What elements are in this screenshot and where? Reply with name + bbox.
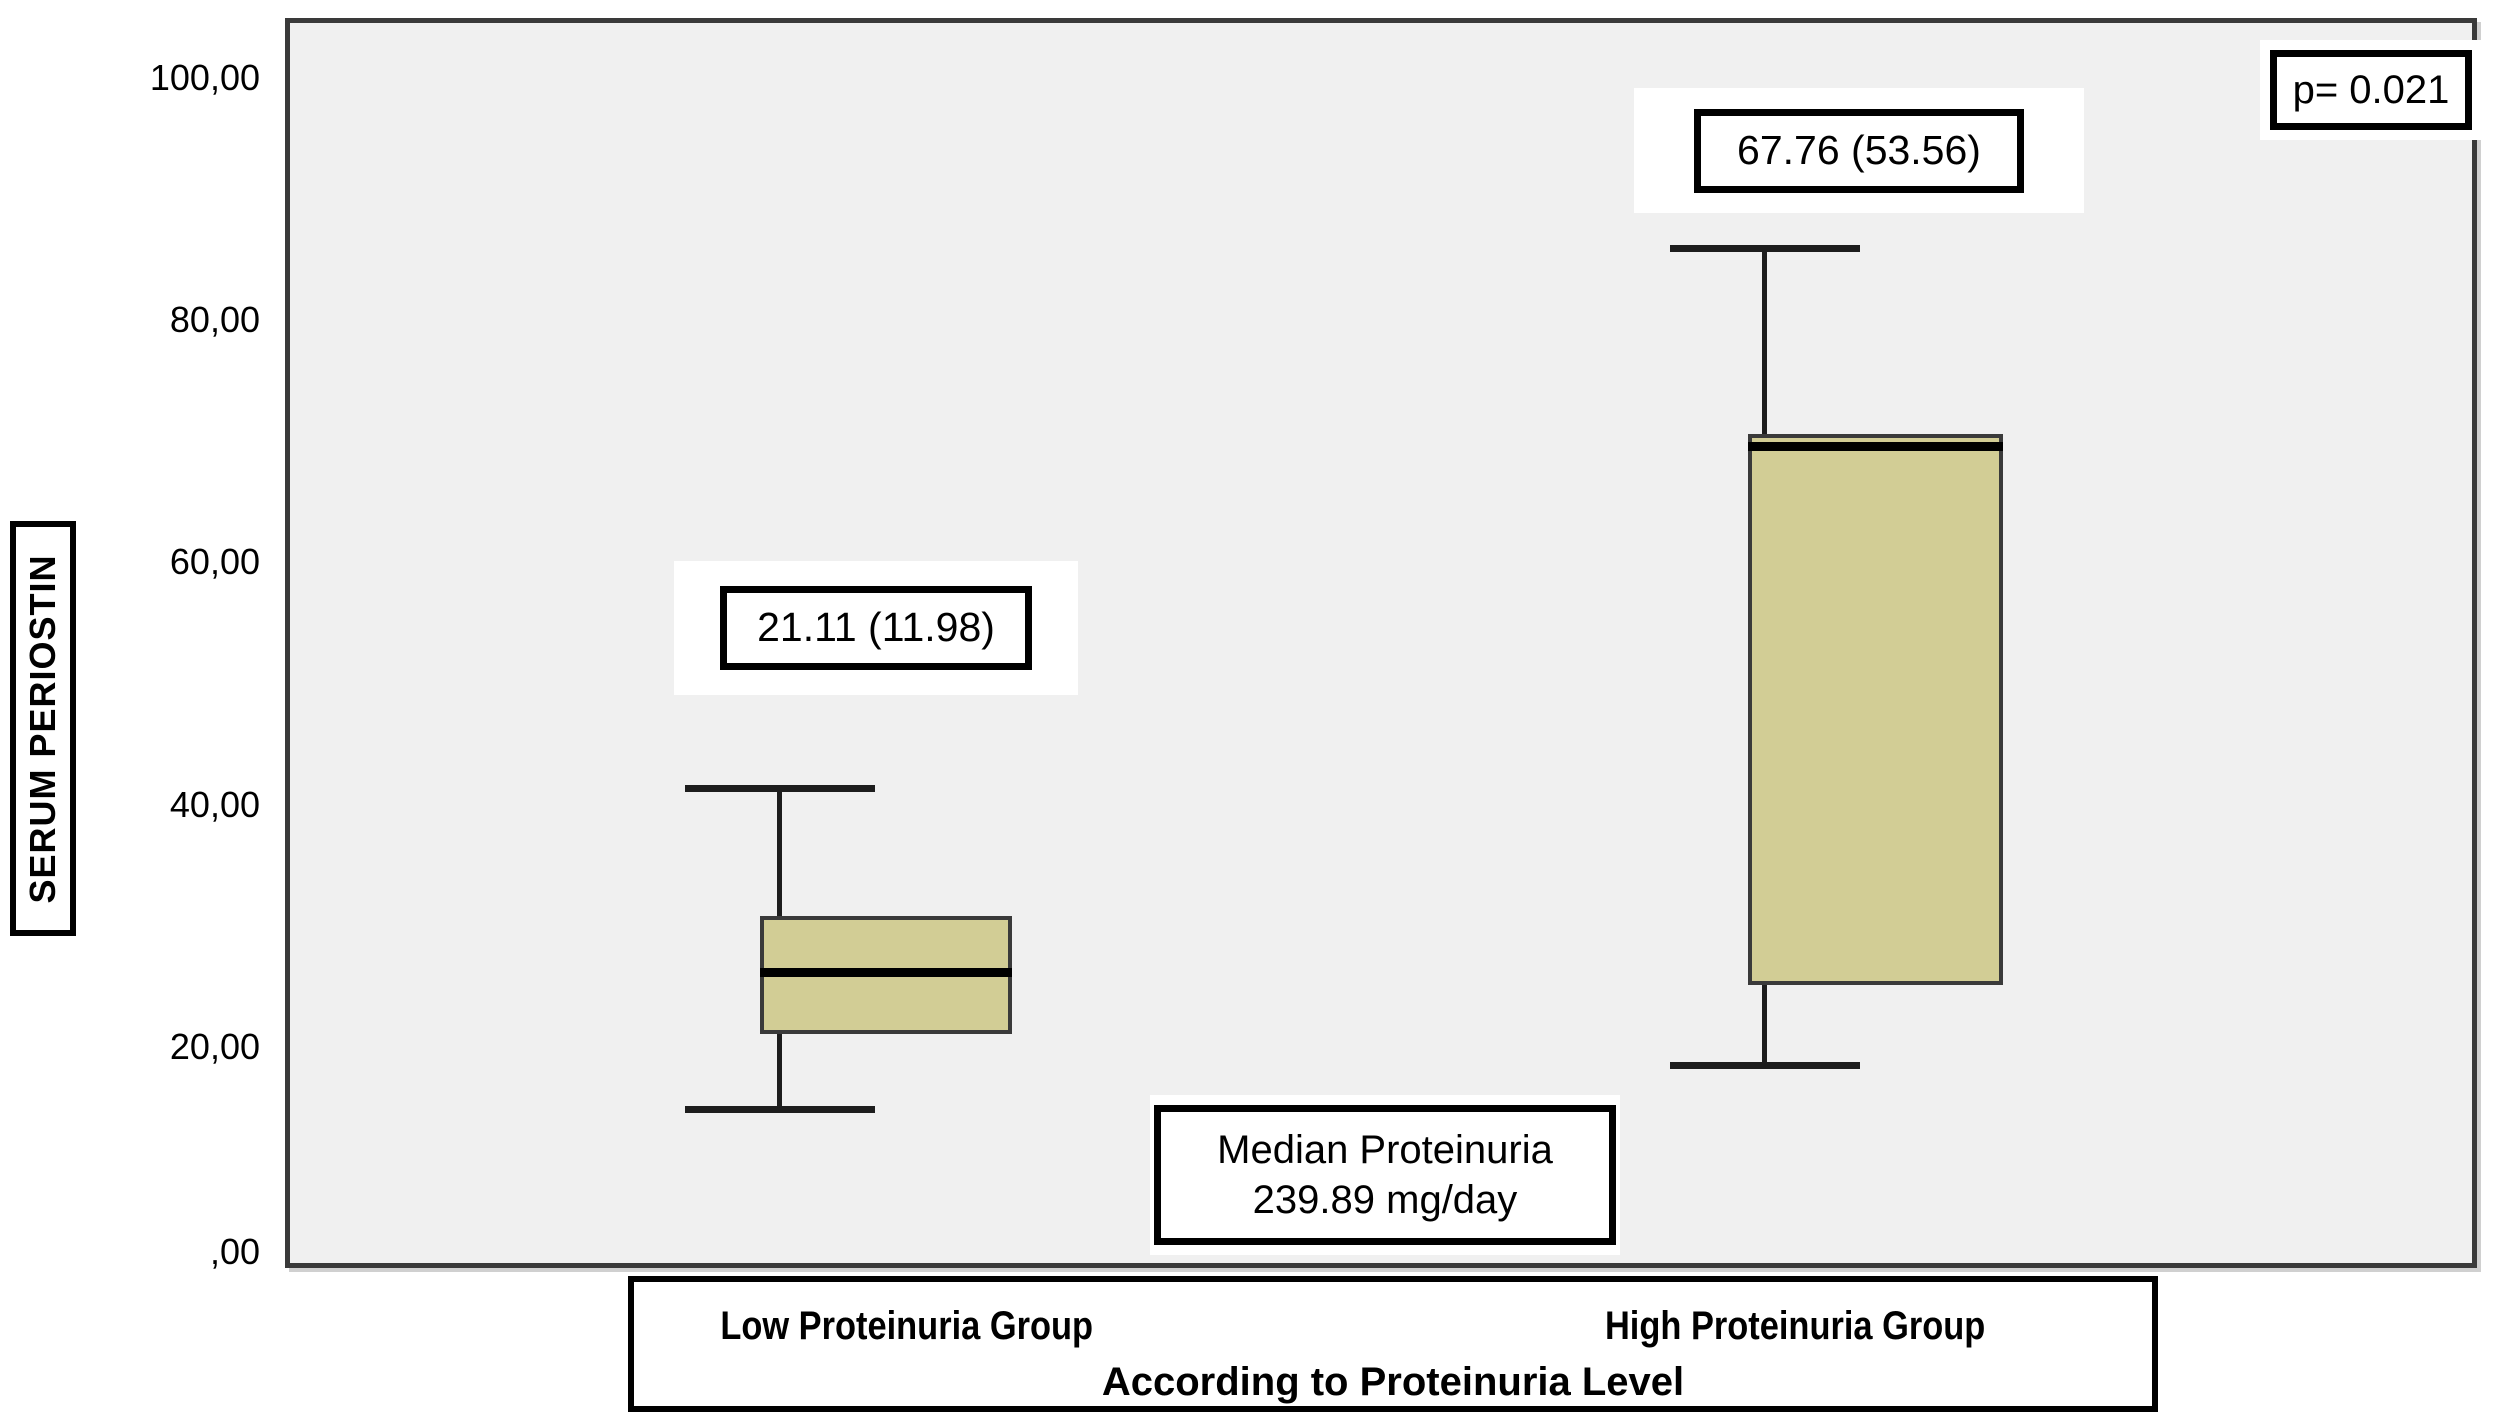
median-line-low [760, 968, 1012, 977]
annotation-p-value: p= 0.021 [2260, 40, 2482, 140]
annotation-low-group-stat-text: 21.11 (11.98) [720, 586, 1032, 670]
annotation-median-proteinuria-line1: Median Proteinuria [1217, 1128, 1553, 1172]
plot-area [285, 18, 2477, 1268]
box-high-proteinuria [1748, 434, 2003, 985]
y-tick-label-0: ,00 [209, 1231, 260, 1272]
x-axis-label-box: Low Proteinuria Group High Proteinuria G… [628, 1276, 2158, 1412]
y-tick-label-60: 60,00 [169, 541, 260, 582]
annotation-median-proteinuria-box: Median Proteinuria 239.89 mg/day [1154, 1105, 1616, 1245]
y-tick-label-40: 40,00 [169, 784, 260, 825]
whisker-cap-lower-low [685, 1106, 875, 1113]
whisker-cap-lower-high [1670, 1062, 1860, 1069]
x-axis-title: According to Proteinuria Level [1101, 1360, 1685, 1404]
whisker-stem-upper-low [777, 785, 782, 921]
whisker-stem-lower-high [1762, 985, 1767, 1065]
plot-inner [290, 23, 2472, 1263]
y-axis-label-box: SERUM PERIOSTIN [10, 521, 76, 936]
y-axis-tick-labels: 100,00 80,00 60,00 40,00 20,00 ,00 [80, 0, 365, 1426]
x-category-label-high: High Proteinuria Group [1604, 1304, 1986, 1348]
annotation-high-group-stat: 67.76 (53.56) [1634, 88, 2084, 213]
whisker-stem-lower-low [777, 1034, 782, 1110]
y-tick-label-20: 20,00 [169, 1026, 260, 1067]
annotation-p-value-text: p= 0.021 [2270, 50, 2472, 130]
annotation-median-proteinuria-line2: 239.89 mg/day [1252, 1178, 1518, 1222]
annotation-high-group-stat-text: 67.76 (53.56) [1694, 108, 2024, 193]
y-tick-label-100: 100,00 [149, 57, 260, 98]
median-line-high [1748, 442, 2003, 451]
x-category-label-low: Low Proteinuria Group [720, 1304, 1094, 1348]
y-tick-label-80: 80,00 [169, 299, 260, 340]
annotation-median-proteinuria: Median Proteinuria 239.89 mg/day [1150, 1095, 1620, 1255]
whisker-stem-upper-high [1762, 245, 1767, 437]
y-axis-label: SERUM PERIOSTIN [22, 553, 63, 904]
annotation-low-group-stat: 21.11 (11.98) [674, 561, 1078, 695]
